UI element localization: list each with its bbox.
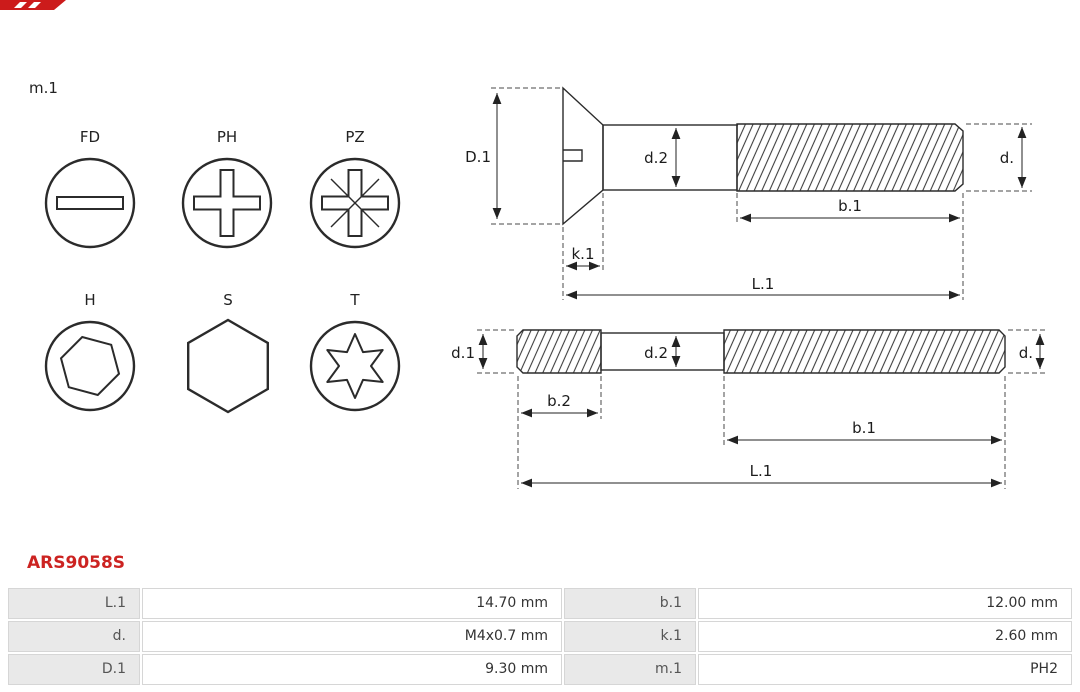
spec-row2-label2: k.1 — [564, 621, 696, 652]
head-type-pz: PZ — [305, 128, 405, 253]
spec-row3-label1: D.1 — [8, 654, 140, 685]
dim-d1-label: d.1 — [451, 344, 475, 362]
dim-L1-label-bottom: L.1 — [750, 462, 773, 480]
spec-row3-label2: m.1 — [564, 654, 696, 685]
dim-d2-label-bottom: d.2 — [644, 344, 668, 362]
spec-row1-label2: b.1 — [564, 588, 696, 619]
head-type-t-label: T — [350, 291, 360, 309]
spec-row1-value1: 14.70 mm — [142, 588, 562, 619]
screw-shank — [602, 124, 738, 191]
head-type-pz-label: PZ — [345, 128, 365, 146]
spec-row2-value1: M4x0.7 mm — [142, 621, 562, 652]
stud-drawing: d.1 d.2 d. b.2 b.1 L.1 — [451, 329, 1047, 489]
head-type-ph-label: PH — [216, 128, 238, 146]
screw-thread — [736, 123, 964, 192]
spec-row1-value2: 12.00 mm — [698, 588, 1072, 619]
spec-row2-value2: 2.60 mm — [698, 621, 1072, 652]
head-type-h-label: H — [84, 291, 96, 309]
pozidriv-drive-icon — [309, 157, 401, 249]
spec-row1-label1: L.1 — [8, 588, 140, 619]
head-type-t: T — [305, 291, 405, 416]
stud-thread-left — [516, 329, 602, 374]
head-type-h: H — [40, 291, 140, 416]
dim-k1-label: k.1 — [572, 245, 595, 263]
torx-drive-icon — [309, 320, 401, 412]
head-type-s-label: S — [223, 291, 233, 309]
dim-L1-label: L.1 — [752, 275, 775, 293]
dim-D1-label: D.1 — [465, 148, 491, 166]
part-number: ARS9058S — [27, 553, 126, 573]
screw-head-slot — [563, 149, 583, 162]
technical-drawings: D.1 d.2 d. b.1 k.1 L.1 d.1 d.2 d. b.2 b.… — [451, 86, 1047, 489]
screw-head — [562, 86, 604, 226]
drive-size-label: m.1 — [29, 79, 58, 97]
dim-b2-label: b.2 — [547, 392, 571, 410]
head-type-fd-label: FD — [79, 128, 101, 146]
brand-logo — [0, 0, 66, 10]
slotted-drive-icon — [44, 157, 136, 249]
stud-thread-right — [723, 329, 1006, 374]
dim-b1-label-bottom: b.1 — [852, 419, 876, 437]
phillips-drive-icon — [181, 157, 273, 249]
external-hex-head-icon — [186, 318, 270, 414]
hex-socket-drive-icon — [44, 320, 136, 412]
dim-d-label-bottom: d. — [1019, 344, 1033, 362]
spec-row2-label1: d. — [8, 621, 140, 652]
dim-d2-label: d.2 — [644, 149, 668, 167]
spec-row3-value1: 9.30 mm — [142, 654, 562, 685]
head-type-fd: FD — [40, 128, 140, 253]
dim-b1-label: b.1 — [838, 197, 862, 215]
dim-d-label: d. — [1000, 149, 1014, 167]
countersunk-screw-drawing: D.1 d.2 d. b.1 k.1 L.1 — [465, 86, 1032, 300]
spec-table: L.1 14.70 mm b.1 12.00 mm d. M4x0.7 mm k… — [8, 588, 1072, 685]
head-type-ph: PH — [177, 128, 277, 253]
head-type-s: S — [178, 291, 278, 416]
spec-row3-value2: PH2 — [698, 654, 1072, 685]
